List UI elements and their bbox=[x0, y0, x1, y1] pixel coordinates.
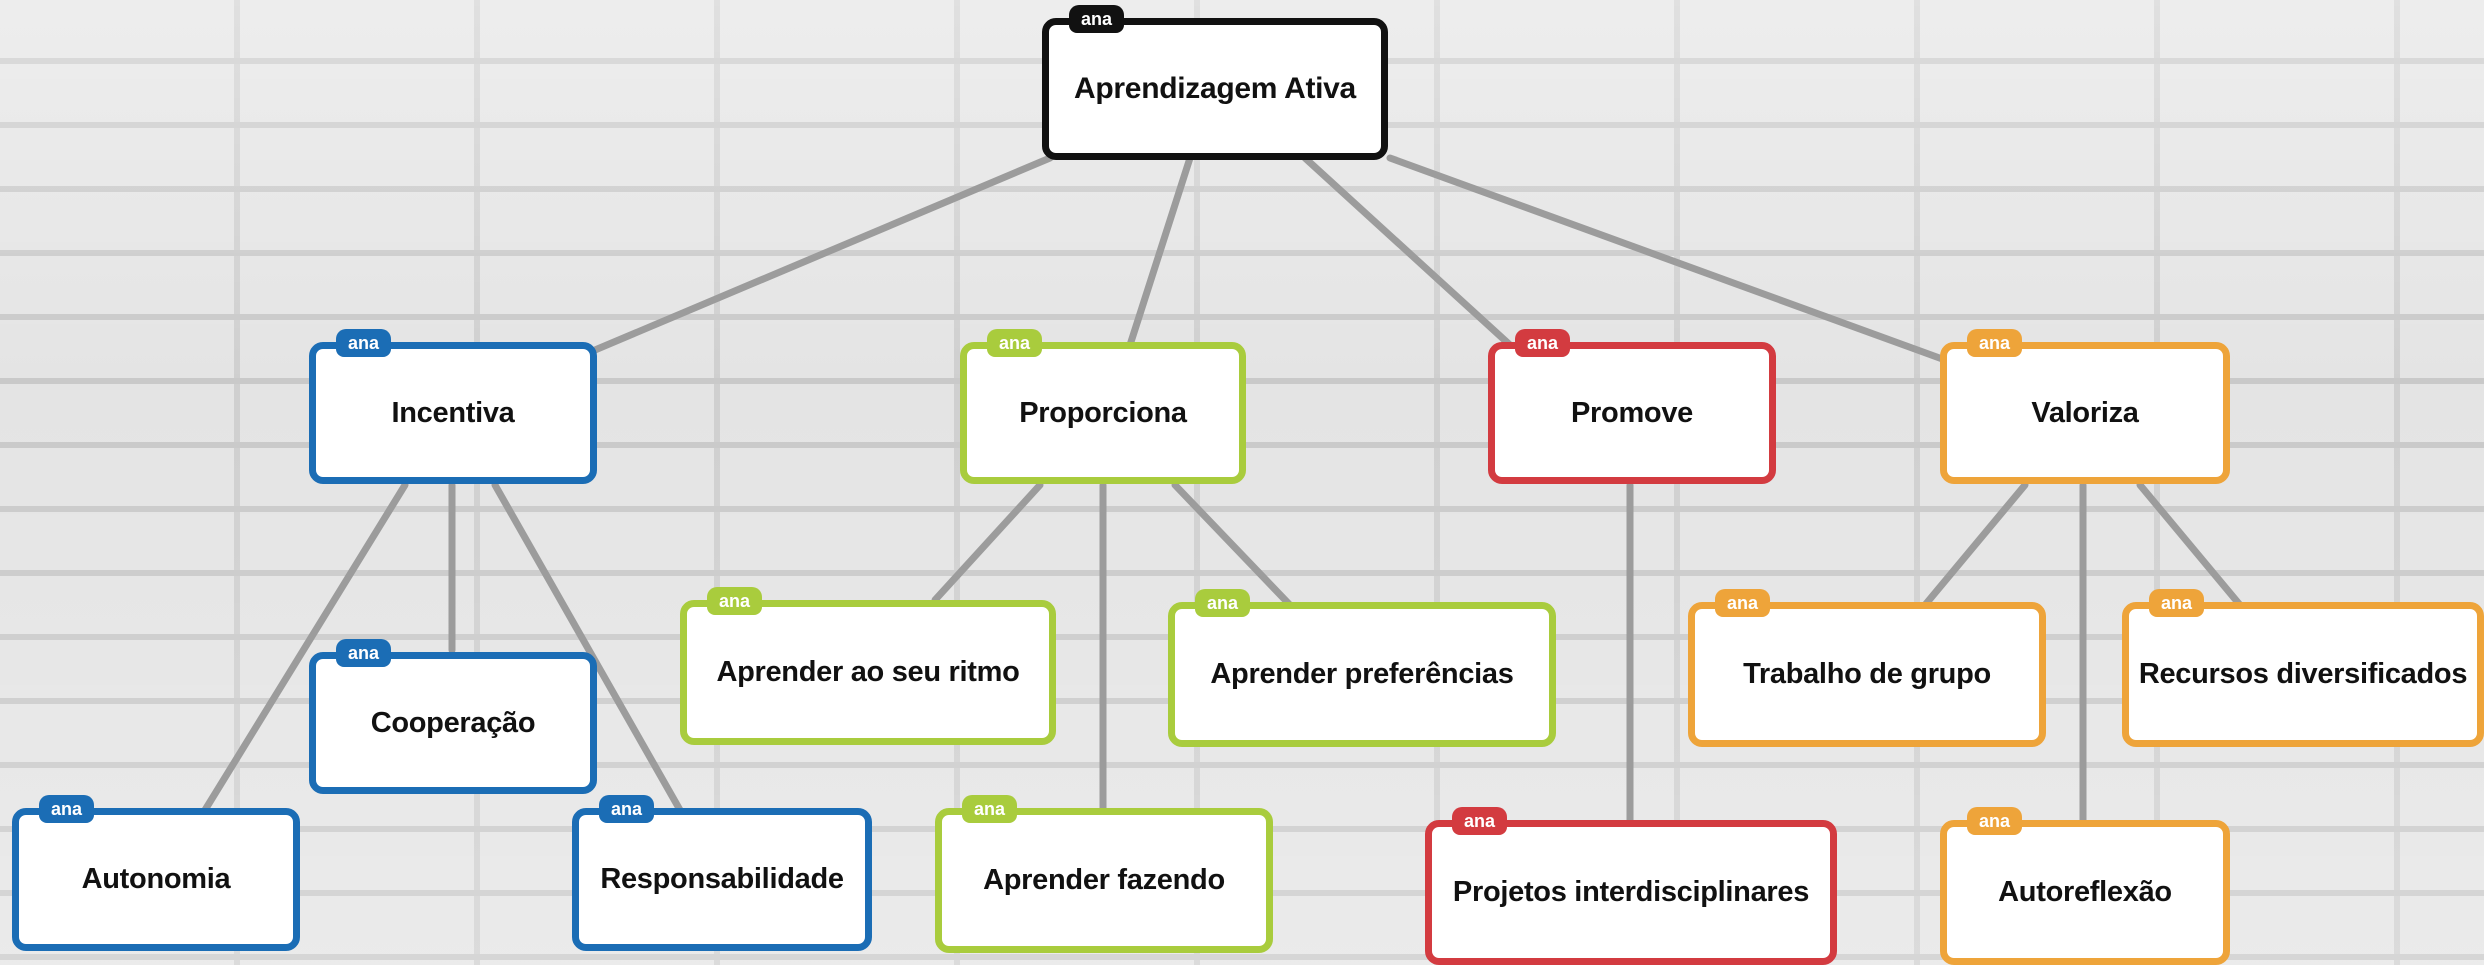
node-tag: ana bbox=[1195, 589, 1251, 617]
node-label: Promove bbox=[1571, 396, 1693, 429]
link-root-proporciona bbox=[1126, 154, 1194, 349]
node-autonomia: ana Autonomia bbox=[12, 795, 300, 951]
node-cooperacao: ana Cooperação bbox=[309, 639, 597, 794]
link-proporciona-preferencias bbox=[1171, 481, 1294, 609]
node-label: Valoriza bbox=[2031, 396, 2139, 429]
node-proporciona: ana Proporciona bbox=[960, 329, 1246, 484]
node-label: Proporciona bbox=[1019, 396, 1187, 429]
node-label: Aprendizagem Ativa bbox=[1074, 72, 1356, 105]
link-root-valoriza bbox=[1386, 154, 1949, 364]
link-valoriza-recursos bbox=[2136, 481, 2244, 609]
node-label: Trabalho de grupo bbox=[1743, 658, 1991, 690]
node-tag: ana bbox=[1715, 589, 1771, 617]
node-tag: ana bbox=[39, 795, 95, 823]
node-aprender-ao-seu-ritmo: ana Aprender ao seu ritmo bbox=[680, 587, 1056, 745]
node-tag: ana bbox=[1967, 807, 2023, 835]
node-recursos-diversificados: ana Recursos diversificados bbox=[2122, 589, 2484, 747]
node-trabalho-de-grupo: ana Trabalho de grupo bbox=[1688, 589, 2046, 747]
link-root-promove bbox=[1301, 154, 1514, 349]
node-label: Responsabilidade bbox=[600, 863, 844, 895]
node-label: Aprender preferências bbox=[1210, 658, 1514, 690]
node-label: Incentiva bbox=[391, 396, 515, 429]
node-tag: ana bbox=[962, 795, 1018, 823]
node-tag: ana bbox=[707, 587, 763, 615]
node-responsabilidade: ana Responsabilidade bbox=[572, 795, 872, 951]
node-tag: ana bbox=[987, 329, 1043, 357]
node-projetos-interdisciplinares: ana Projetos interdisciplinares bbox=[1425, 807, 1837, 965]
link-incentiva-responsabilidade bbox=[491, 481, 684, 814]
node-tag: ana bbox=[2149, 589, 2205, 617]
node-label: Cooperação bbox=[370, 706, 536, 739]
node-label: Autonomia bbox=[81, 863, 231, 895]
node-label: Recursos diversificados bbox=[2138, 658, 2468, 690]
node-tag: ana bbox=[599, 795, 655, 823]
node-tag: ana bbox=[336, 329, 392, 357]
node-tag: ana bbox=[1452, 807, 1508, 835]
node-aprender-fazendo: ana Aprender fazendo bbox=[935, 795, 1273, 953]
node-tag: ana bbox=[1069, 5, 1125, 33]
node-tag: ana bbox=[1967, 329, 2023, 357]
node-valoriza: ana Valoriza bbox=[1940, 329, 2230, 484]
node-label: Aprender ao seu ritmo bbox=[716, 656, 1020, 688]
link-root-incentiva bbox=[591, 154, 1054, 354]
node-label: Aprender fazendo bbox=[983, 864, 1225, 896]
node-autoreflexao: ana Autoreflexão bbox=[1940, 807, 2230, 965]
node-aprender-preferencias: ana Aprender preferências bbox=[1168, 589, 1556, 747]
link-incentiva-autonomia bbox=[201, 481, 409, 814]
node-tag: ana bbox=[336, 639, 392, 667]
node-promove: ana Promove bbox=[1488, 329, 1776, 484]
node-aprendizagem-ativa: ana Aprendizagem Ativa bbox=[1042, 5, 1388, 160]
link-valoriza-trabalho bbox=[1921, 481, 2029, 609]
link-proporciona-ritmo bbox=[931, 481, 1044, 604]
node-incentiva: ana Incentiva bbox=[309, 329, 597, 484]
node-tag: ana bbox=[1515, 329, 1571, 357]
node-label: Projetos interdisciplinares bbox=[1452, 876, 1810, 908]
node-label: Autoreflexão bbox=[1998, 876, 2172, 908]
